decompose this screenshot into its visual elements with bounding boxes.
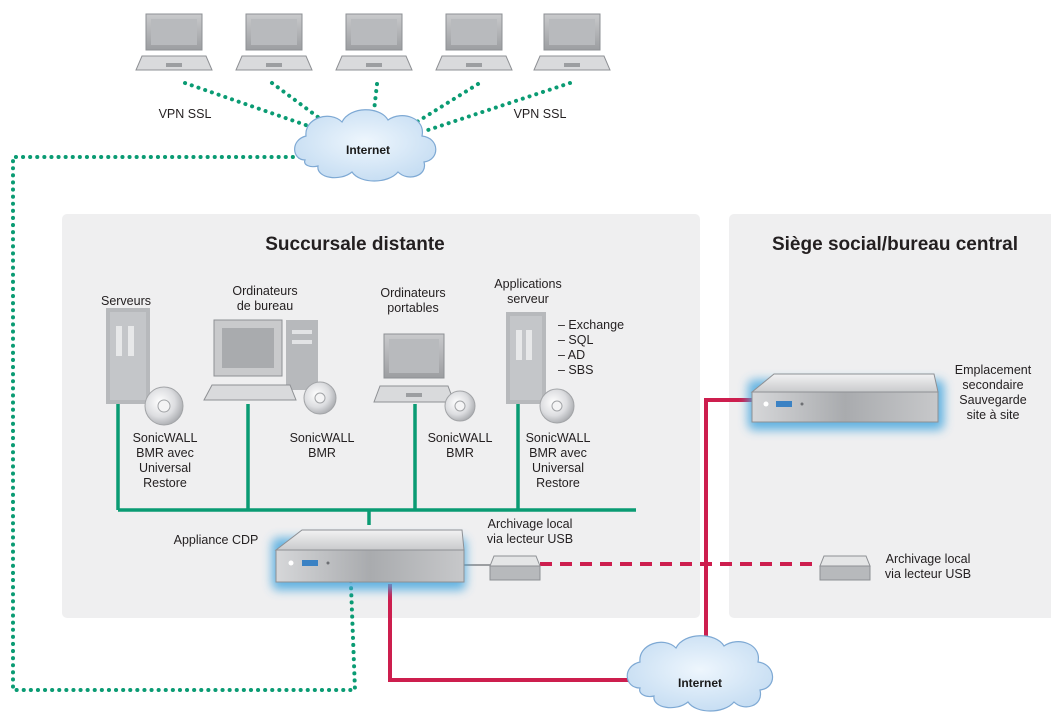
usb-drive-hq-icon <box>819 555 871 581</box>
secondary-site-label: Emplacement secondaire Sauvegarde site à… <box>954 363 1032 422</box>
app-servers-list: – Exchange – SQL – AD – SBS <box>558 318 625 377</box>
remote-laptop-3 <box>335 13 413 71</box>
cd-icon-servers <box>144 386 184 426</box>
remote-laptop-5 <box>533 13 611 71</box>
desktops-label: Ordinateurs de bureau <box>232 284 298 313</box>
internet-label-bottom: Internet <box>677 676 722 690</box>
internet-cloud-top <box>294 109 437 182</box>
server-tower-icon <box>106 308 150 404</box>
internet-label-top: Internet <box>345 143 390 157</box>
remote-laptop-2 <box>235 13 313 71</box>
desktop-pc-icon <box>203 319 318 401</box>
wan-links <box>388 398 820 682</box>
headquarters-title: Siège social/bureau central <box>771 234 1019 255</box>
internet-cloud-bottom <box>626 635 774 712</box>
desktops-software-label: SonicWALL BMR <box>289 431 355 460</box>
remote-branch-title: Succursale distante <box>265 234 445 255</box>
servers-label: Serveurs <box>100 294 152 308</box>
secondary-appliance-icon <box>748 373 944 430</box>
cd-icon-desktops <box>303 381 337 415</box>
cdp-appliance-label: Appliance CDP <box>173 533 259 547</box>
app-servers-software-label: SonicWALL BMR avec Universal Restore <box>525 431 591 490</box>
laptops-label: Ordinateurs portables <box>380 286 446 315</box>
vpn-label-right: VPN SSL <box>513 107 567 121</box>
lan-links <box>116 404 636 525</box>
laptop-icon <box>373 333 455 403</box>
app-servers-label: Applications serveur <box>494 277 562 306</box>
servers-software-label: SonicWALL BMR avec Universal Restore <box>132 431 198 490</box>
remote-laptop-1 <box>135 13 213 71</box>
cd-icon-laptops <box>444 390 476 422</box>
cd-icon-app-servers <box>539 388 575 424</box>
laptops-software-label: SonicWALL BMR <box>427 431 493 460</box>
usb-drive-icon <box>489 555 541 581</box>
vpn-label-left: VPN SSL <box>158 107 212 121</box>
app-server-tower-icon <box>506 312 546 404</box>
hq-usb-label: Archivage local via lecteur USB <box>884 552 972 581</box>
remote-laptop-4 <box>435 13 513 71</box>
branch-usb-label: Archivage local via lecteur USB <box>486 517 574 546</box>
cdp-appliance-icon <box>272 529 466 590</box>
